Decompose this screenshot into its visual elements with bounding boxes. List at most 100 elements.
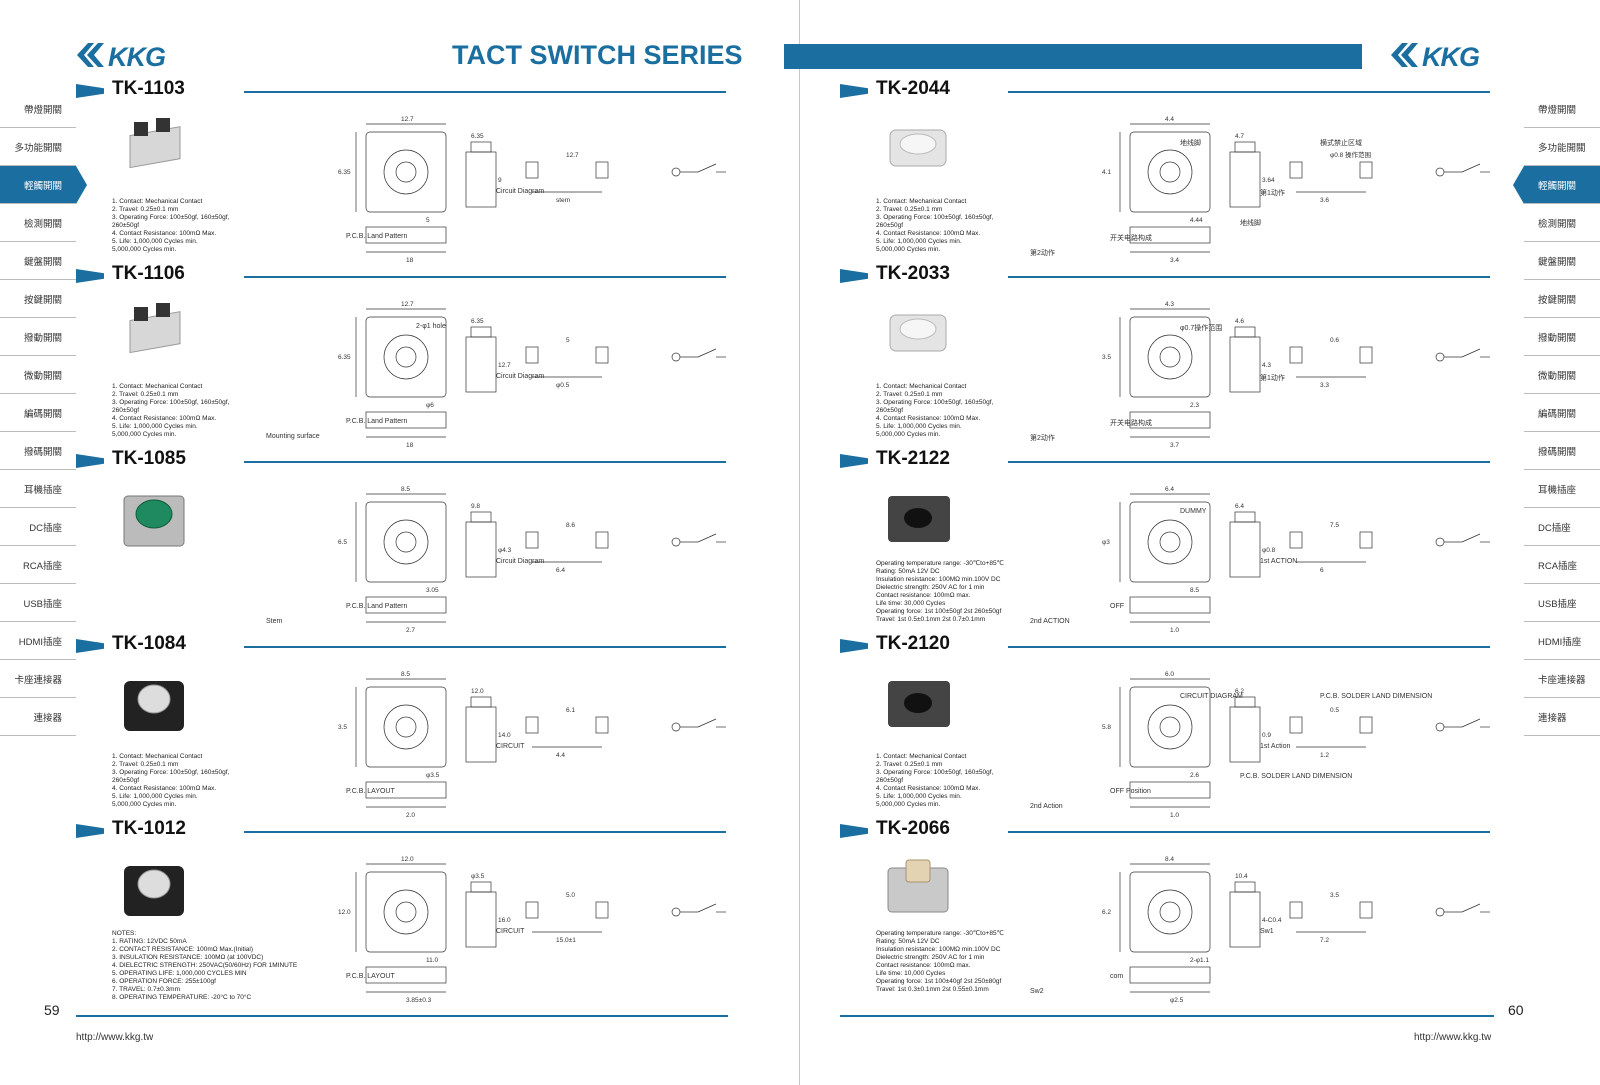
right-page: KKG 帶燈開關多功能開關輕觸開關檢測開關鍵盤開關按鍵開關撥動開關微動開關編碼開… xyxy=(784,0,1600,1085)
outline-front-view xyxy=(1129,781,1211,799)
pad xyxy=(525,161,539,179)
sidebar-item[interactable]: 連接器 xyxy=(0,698,76,736)
drawing-caption: 2nd ACTION xyxy=(1030,618,1070,625)
sidebar-item[interactable]: DC插座 xyxy=(0,508,76,546)
sidebar-item[interactable]: RCA插座 xyxy=(0,546,76,584)
spec-line: 2. Travel: 0.25±0.1 mm xyxy=(112,206,179,213)
dimension-drawing: 6.05.86.21.21.00.92.60.5 xyxy=(1102,671,1490,819)
outline-side-view xyxy=(1229,151,1261,208)
page-number-right: 60 xyxy=(1508,1002,1524,1018)
sidebar-item[interactable]: HDMI插座 xyxy=(1524,622,1600,660)
dimension-label: 0.9 xyxy=(1262,732,1271,739)
sidebar-item[interactable]: USB插座 xyxy=(1524,584,1600,622)
sidebar-item[interactable]: 微動開關 xyxy=(0,356,76,394)
sidebar-item[interactable]: 編碼開關 xyxy=(0,394,76,432)
sidebar-item[interactable]: 多功能開關 xyxy=(1524,128,1600,166)
dimension-label: 4.3 xyxy=(1262,362,1271,369)
spec-line: 4. Contact Resistance: 100mΩ Max. xyxy=(112,415,217,422)
sidebar-item[interactable]: 帶燈開關 xyxy=(1524,90,1600,128)
spec-line: 4. Contact Resistance: 100mΩ Max. xyxy=(876,785,981,792)
sidebar-item[interactable]: 編碼開關 xyxy=(1524,394,1600,432)
spec-line: 2. Travel: 0.25±0.1 mm xyxy=(876,391,943,398)
sidebar-item[interactable]: USB插座 xyxy=(0,584,76,622)
sidebar-item[interactable]: 帶燈開關 xyxy=(0,90,76,128)
sidebar-item[interactable]: 檢測開關 xyxy=(0,204,76,242)
drawing-caption: com xyxy=(1110,973,1124,980)
spec-line: Operating force: 1st 100±40gf 2st 250±80… xyxy=(876,978,1002,985)
dimension-label: 4.7 xyxy=(1235,133,1244,140)
dimension-label: 3.05 xyxy=(426,587,439,594)
outline-top-view xyxy=(1129,686,1211,768)
pad xyxy=(1289,901,1303,919)
terminal-circle xyxy=(671,722,681,732)
sidebar-item[interactable]: 按鍵開關 xyxy=(0,280,76,318)
outline-front-view xyxy=(365,226,447,244)
dimension-label: 4.3 xyxy=(1165,301,1174,308)
drawing-caption: 开关电路构成 xyxy=(1110,420,1152,427)
drawing-caption: Stem xyxy=(266,618,283,625)
sidebar-item[interactable]: 撥碼開關 xyxy=(0,432,76,470)
footer-url-left[interactable]: http://www.kkg.tw xyxy=(76,1032,154,1043)
technical-drawing xyxy=(1119,123,1490,253)
spec-line: 5,000,000 Cycles min. xyxy=(112,431,177,438)
dimension-label: 3.7 xyxy=(1170,442,1179,449)
spec-line: 1. Contact: Mechanical Contact xyxy=(876,753,967,760)
section-rule xyxy=(244,646,726,648)
stem-circle xyxy=(1159,531,1181,553)
sidebar-item[interactable]: 輕觸開關 xyxy=(1513,166,1600,204)
spec-line: Insulation resistance: 100MΩ min.100V DC xyxy=(876,576,1001,583)
sidebar-item[interactable]: 耳機插座 xyxy=(0,470,76,508)
spec-line: 4. Contact Resistance: 100mΩ Max. xyxy=(876,230,981,237)
sidebar-item[interactable]: 輕觸開關 xyxy=(0,166,87,204)
dimension-label: 11.0 xyxy=(426,957,439,964)
sidebar-item[interactable]: 卡座連接器 xyxy=(0,660,76,698)
spec-line: 5. Life: 1,000,000 Cycles min. xyxy=(876,793,962,800)
sidebar-item[interactable]: RCA插座 xyxy=(1524,546,1600,584)
drawing-caption: CIRCUIT xyxy=(496,743,525,750)
section-rule xyxy=(1008,91,1490,93)
sidebar-item[interactable]: 檢測開關 xyxy=(1524,204,1600,242)
pad xyxy=(1359,161,1373,179)
drawing-caption: DUMMY xyxy=(1180,508,1207,515)
technical-drawing xyxy=(355,678,726,808)
sidebar-item[interactable]: 撥碼開關 xyxy=(1524,432,1600,470)
actuator-circle xyxy=(383,704,429,750)
dimension-label: 2.7 xyxy=(406,627,415,634)
spec-line: 5. Life: 1,000,000 Cycles min. xyxy=(112,423,198,430)
sidebar-item[interactable]: 多功能開關 xyxy=(0,128,76,166)
pad xyxy=(1359,346,1373,364)
sidebar-item[interactable]: 按鍵開關 xyxy=(1524,280,1600,318)
dimension-label: 0.5 xyxy=(1330,707,1339,714)
sidebar-item[interactable]: 鍵盤開關 xyxy=(0,242,76,280)
sidebar-item[interactable]: 撥動開關 xyxy=(0,318,76,356)
sidebar-item[interactable]: HDMI插座 xyxy=(0,622,76,660)
sidebar-item[interactable]: 微動開關 xyxy=(1524,356,1600,394)
pad xyxy=(1359,716,1373,734)
footer-url-right[interactable]: http://www.kkg.tw xyxy=(1414,1032,1492,1043)
sidebar-item[interactable]: 卡座連接器 xyxy=(1524,660,1600,698)
drawing-caption: CIRCUIT xyxy=(496,928,525,935)
sidebar-item[interactable]: 耳機插座 xyxy=(1524,470,1600,508)
sidebar-item[interactable]: 連接器 xyxy=(1524,698,1600,736)
drawing-caption: 地线脚 xyxy=(1180,140,1201,147)
dimension-label: 6.2 xyxy=(1102,909,1111,916)
dimension-label: φ2.5 xyxy=(1170,997,1184,1004)
product-photo xyxy=(888,681,950,727)
outline-side-view xyxy=(465,151,497,208)
sidebar-item[interactable]: 撥動開關 xyxy=(1524,318,1600,356)
dimension-label: 2.0 xyxy=(406,812,415,819)
left-sidebar-nav: 帶燈開關多功能開關輕觸開關檢測開關鍵盤開關按鍵開關撥動開關微動開關編碼開關撥碼開… xyxy=(0,90,87,736)
outline-front-view xyxy=(1129,411,1211,429)
drawing-caption: 第2动作 xyxy=(1030,250,1055,257)
dimension-label: 2-φ1.1 xyxy=(1190,957,1209,964)
product-model: TK-1012 xyxy=(112,818,186,839)
product-photo-frame xyxy=(116,293,196,373)
sidebar-item[interactable]: 鍵盤開關 xyxy=(1524,242,1600,280)
actuator-circle xyxy=(1147,704,1193,750)
sidebar-item[interactable]: DC插座 xyxy=(1524,508,1600,546)
